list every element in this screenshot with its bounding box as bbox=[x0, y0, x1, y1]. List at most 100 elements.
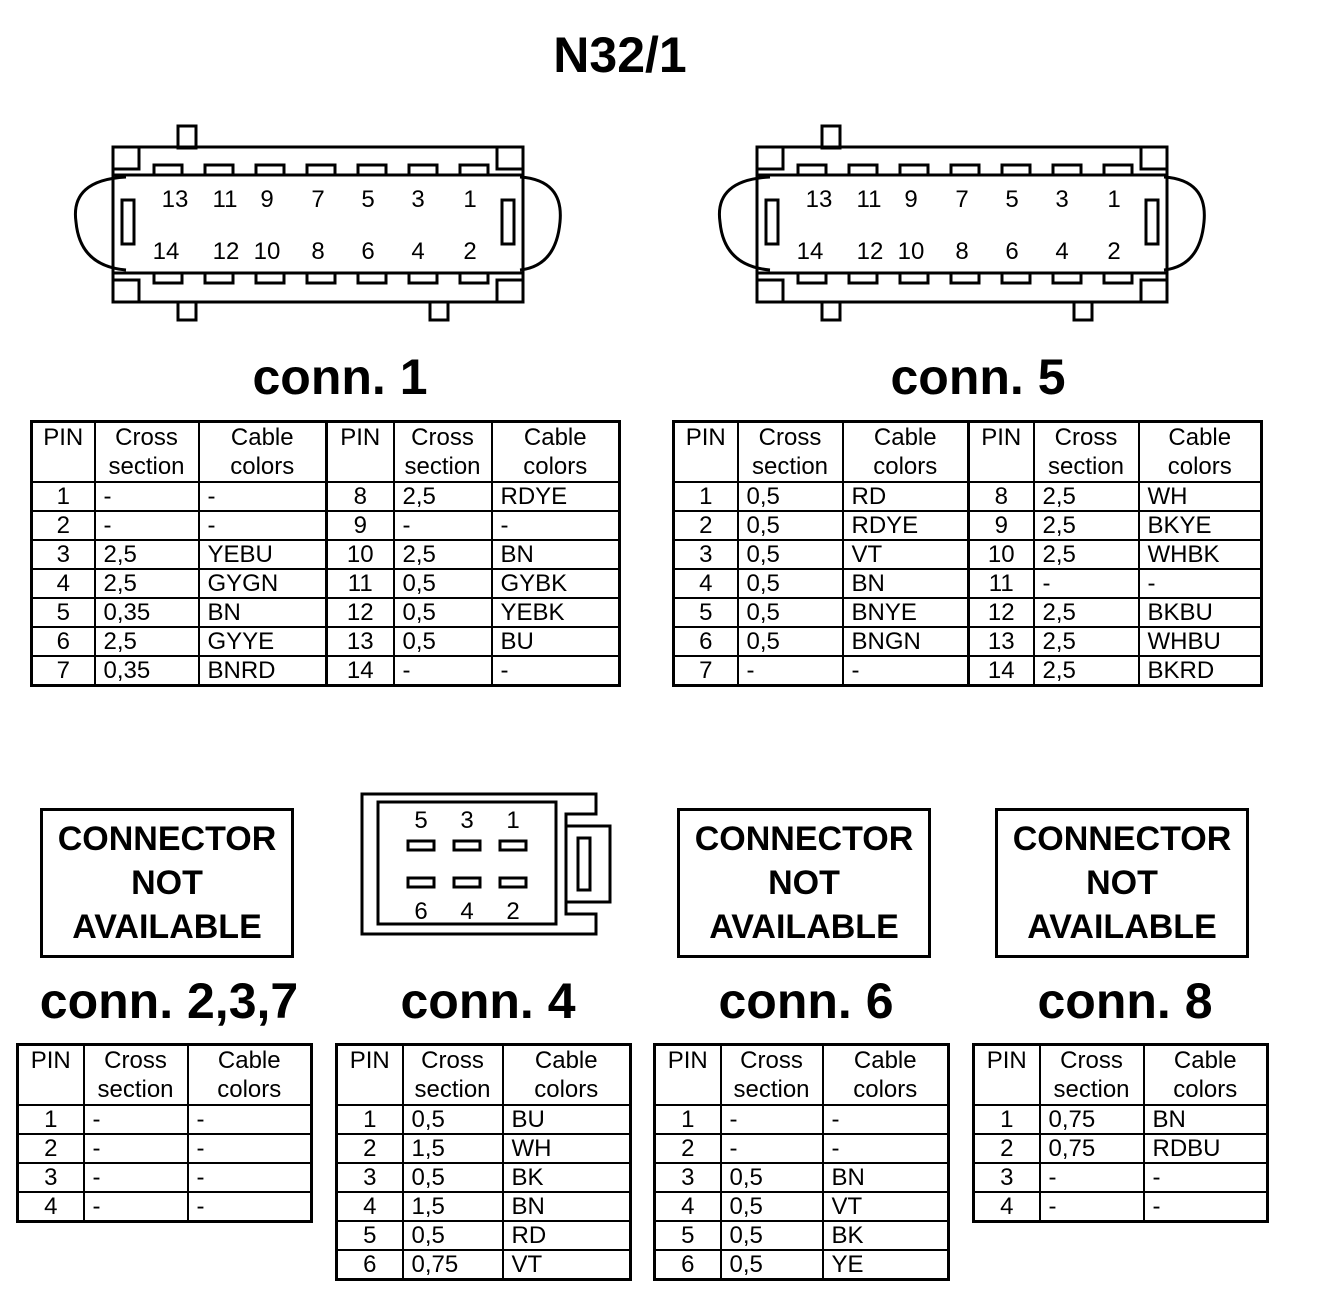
pin-number: 7 bbox=[311, 186, 324, 213]
header-pin: PIN bbox=[30, 420, 96, 483]
connector-2-3-7-label: conn. 2,3,7 bbox=[39, 973, 299, 1029]
pin-number: 9 bbox=[904, 186, 917, 213]
pin-number: 11 bbox=[857, 186, 882, 213]
table-row: 3-- bbox=[972, 1162, 1269, 1193]
pin-number: 4 bbox=[411, 238, 424, 265]
connector-6-label: conn. 6 bbox=[718, 973, 894, 1029]
table-row: 1-- bbox=[16, 1104, 313, 1135]
table-row: 2-- bbox=[16, 1133, 313, 1164]
connector-4-diagram: 5 3 1 6 4 2 bbox=[360, 792, 612, 936]
pin-number: 1 bbox=[506, 807, 519, 834]
pin-number: 10 bbox=[254, 238, 281, 265]
pin-number: 3 bbox=[411, 186, 424, 213]
header-pin: PIN bbox=[672, 420, 739, 483]
table-row: 1-- bbox=[653, 1104, 950, 1135]
header-pin: PIN bbox=[16, 1043, 85, 1106]
pin-number: 1 bbox=[463, 186, 476, 213]
page-title: N32/1 bbox=[553, 27, 687, 83]
header-pin: PIN bbox=[967, 420, 1035, 483]
pin-number: 1 bbox=[1107, 186, 1120, 213]
pin-number: 13 bbox=[162, 186, 189, 213]
connector-4-label: conn. 4 bbox=[400, 973, 576, 1029]
pin-number: 4 bbox=[460, 898, 473, 925]
pin-number: 14 bbox=[797, 238, 824, 265]
pin-number: 6 bbox=[1005, 238, 1018, 265]
pin-number: 8 bbox=[311, 238, 324, 265]
pin-number: 4 bbox=[1055, 238, 1068, 265]
pin-number: 2 bbox=[463, 238, 476, 265]
header-pin: PIN bbox=[653, 1043, 722, 1106]
pin-number: 7 bbox=[955, 186, 968, 213]
pin-number: 6 bbox=[414, 898, 427, 925]
connector-5-label: conn. 5 bbox=[890, 349, 1066, 405]
pin-number: 5 bbox=[361, 186, 374, 213]
pin-number: 13 bbox=[806, 186, 833, 213]
table-row: 2-- bbox=[653, 1133, 950, 1164]
pin-number: 10 bbox=[898, 238, 925, 265]
pin-number: 6 bbox=[361, 238, 374, 265]
pin-number: 2 bbox=[506, 898, 519, 925]
header-pin: PIN bbox=[335, 1043, 404, 1106]
table-row: 4-- bbox=[16, 1191, 313, 1223]
pin-number: 9 bbox=[260, 186, 273, 213]
header-pin: PIN bbox=[972, 1043, 1041, 1106]
pin-number: 3 bbox=[1055, 186, 1068, 213]
connector-1-label: conn. 1 bbox=[252, 349, 428, 405]
table-row: 4-- bbox=[972, 1191, 1269, 1223]
pin-number: 3 bbox=[460, 807, 473, 834]
pin-number: 12 bbox=[857, 238, 884, 265]
connector-5-diagram: 13 11 9 7 5 3 1 14 12 10 8 6 4 2 bbox=[717, 124, 1206, 322]
pin-number: 12 bbox=[213, 238, 240, 265]
pin-number: 5 bbox=[414, 807, 427, 834]
table-row: 3-- bbox=[16, 1162, 313, 1193]
pin-number: 14 bbox=[153, 238, 180, 265]
